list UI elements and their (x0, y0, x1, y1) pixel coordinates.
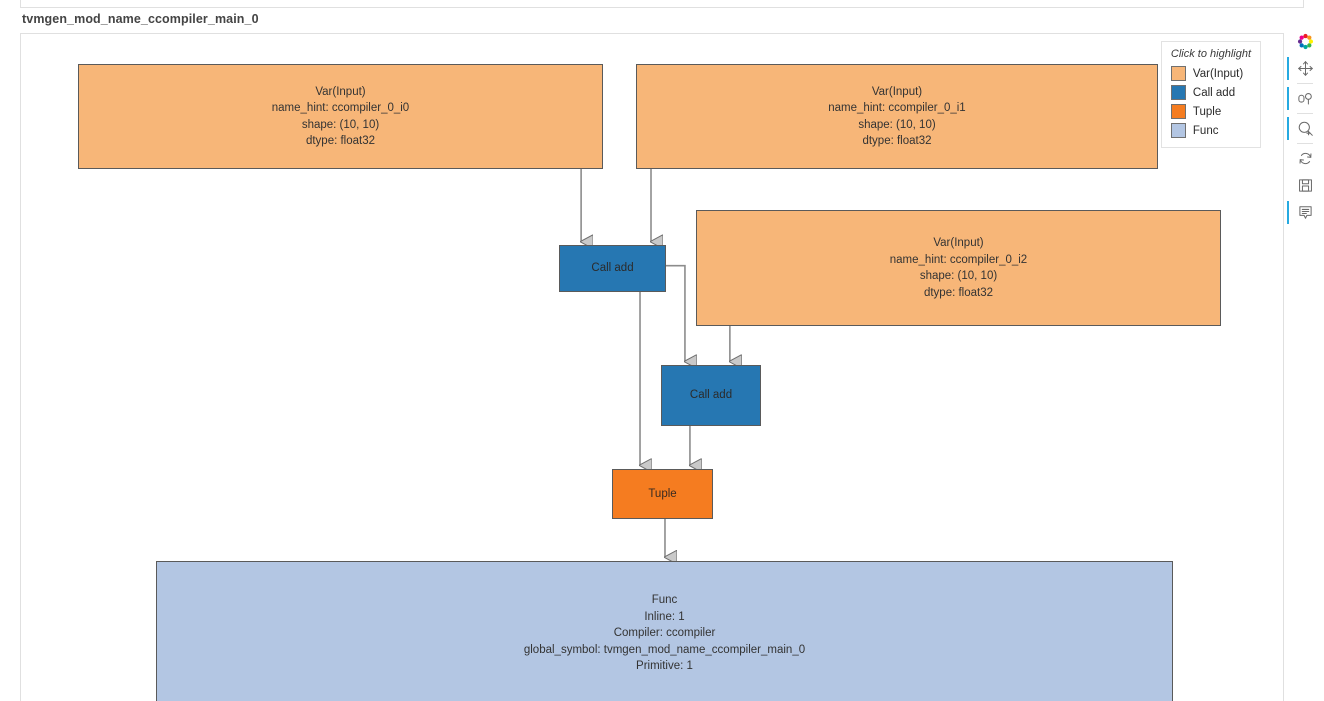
node-label: Func Inline: 1 Compiler: ccompiler globa… (523, 594, 806, 673)
bokeh-logo-icon (1297, 33, 1313, 50)
save-icon (1298, 179, 1312, 192)
node-label: Call add (591, 262, 634, 275)
graph-node-var-input-i1[interactable]: Var(Input) name_hint: ccompiler_0_i1 sha… (636, 64, 1158, 169)
toolbar-divider (1297, 143, 1313, 144)
box-zoom-icon (1297, 93, 1312, 105)
legend-item-func[interactable]: Func (1170, 121, 1251, 140)
node-label: Var(Input) name_hint: ccompiler_0_i0 sha… (271, 85, 410, 148)
legend-item-label: Tuple (1192, 105, 1222, 118)
toolbar-divider (1297, 83, 1313, 84)
hover-icon (1298, 206, 1312, 219)
plot-toolbar[interactable] (1286, 28, 1324, 226)
legend-swatch-icon (1170, 85, 1186, 100)
node-label: Call add (689, 389, 733, 402)
node-label: Tuple (648, 487, 677, 500)
page-title: tvmgen_mod_name_ccompiler_main_0 (22, 12, 259, 26)
hover-tool-button[interactable] (1287, 199, 1320, 226)
reset-tool-button[interactable] (1290, 145, 1320, 172)
legend-swatch-icon (1170, 104, 1186, 119)
legend-item-label: Func (1192, 124, 1219, 137)
legend-item-label: Call add (1192, 86, 1236, 99)
legend-item-var-input[interactable]: Var(Input) (1170, 64, 1251, 83)
node-label: Var(Input) name_hint: ccompiler_0_i2 sha… (889, 237, 1028, 299)
legend[interactable]: Click to highlight Var(Input) Call add T… (1160, 41, 1261, 148)
legend-title: Click to highlight (1170, 48, 1251, 60)
graph-node-tuple[interactable]: Tuple (612, 469, 713, 519)
plot-canvas[interactable]: Var(Input) name_hint: ccompiler_0_i0 sha… (20, 33, 1284, 701)
bokeh-logo-button[interactable] (1290, 28, 1320, 55)
legend-item-label: Var(Input) (1192, 67, 1244, 80)
zoom-in-tool-button[interactable] (1287, 115, 1320, 142)
graph-node-call-add-2[interactable]: Call add (661, 365, 761, 426)
box-zoom-tool-button[interactable] (1287, 85, 1320, 112)
legend-swatch-icon (1170, 123, 1186, 138)
legend-item-call-add[interactable]: Call add (1170, 83, 1251, 102)
graph-node-func[interactable]: Func Inline: 1 Compiler: ccompiler globa… (156, 561, 1173, 701)
graph-node-var-input-i0[interactable]: Var(Input) name_hint: ccompiler_0_i0 sha… (78, 64, 603, 169)
graph-node-call-add-1[interactable]: Call add (559, 245, 666, 292)
zoom-in-icon (1298, 121, 1313, 136)
legend-item-tuple[interactable]: Tuple (1170, 102, 1251, 121)
save-tool-button[interactable] (1290, 172, 1320, 199)
reset-icon (1299, 152, 1311, 165)
pan-icon (1297, 61, 1313, 76)
previous-plot-panel-edge (20, 0, 1304, 8)
node-label: Var(Input) name_hint: ccompiler_0_i1 sha… (828, 85, 966, 148)
pan-tool-button[interactable] (1287, 55, 1320, 82)
graph-edges-layer (21, 168, 1283, 701)
legend-swatch-icon (1170, 66, 1186, 81)
graph-node-var-input-i2[interactable]: Var(Input) name_hint: ccompiler_0_i2 sha… (696, 210, 1221, 326)
toolbar-divider (1297, 113, 1313, 114)
